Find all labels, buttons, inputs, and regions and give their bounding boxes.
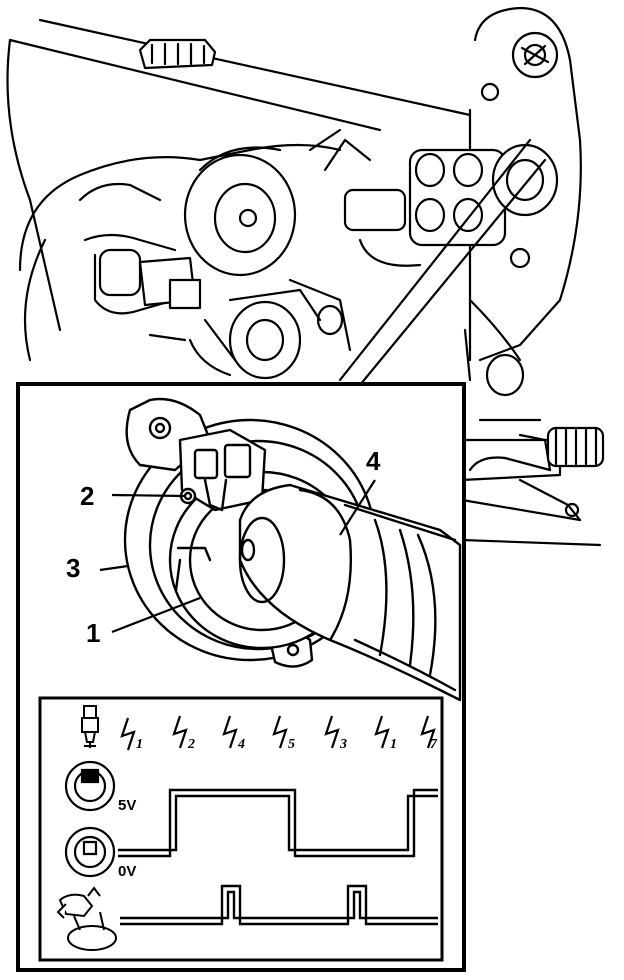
firing-cylinder-number: 1 xyxy=(390,737,397,752)
firing-cylinder-number: 4 xyxy=(237,737,245,752)
reference-pulse-waveform xyxy=(120,884,438,926)
timing-chart: 1 2 4 5 3 xyxy=(38,696,444,962)
hall-signal-waveform xyxy=(118,788,438,858)
callout-label-4: 4 xyxy=(366,446,381,476)
camshaft-sensor-assembly xyxy=(123,397,462,702)
engine-background-drawing xyxy=(6,6,605,547)
callout-label-1: 1 xyxy=(86,618,100,648)
hall-sensor-high-icon xyxy=(64,760,116,812)
spark-event-5: 3 xyxy=(324,715,347,752)
callout-label-2: 2 xyxy=(80,481,94,511)
firing-cylinder-number: 2 xyxy=(187,737,195,752)
spark-event-1: 1 xyxy=(120,717,143,752)
spark-plug-icon xyxy=(81,705,99,748)
firing-cylinder-number: 7 xyxy=(430,737,438,752)
spark-event-6: 1 xyxy=(374,715,397,752)
detail-inset: 2 3 1 4 1 2 xyxy=(16,382,466,972)
spark-event-4: 5 xyxy=(272,715,295,752)
firing-order-row: 1 2 4 5 3 xyxy=(120,715,438,752)
callout-label-3: 3 xyxy=(66,553,80,583)
filler-cap-shape xyxy=(138,38,217,70)
spark-plug-lead-shape xyxy=(468,426,605,522)
injector-cluster xyxy=(308,128,559,267)
camshaft-shape xyxy=(238,483,462,702)
hall-sensor-low-icon xyxy=(64,826,116,878)
spark-event-3: 4 xyxy=(222,715,245,752)
hall-low-voltage-label: 0V xyxy=(118,863,136,880)
spark-event-2: 2 xyxy=(172,715,195,752)
hall-sensor-shape xyxy=(178,428,267,512)
hall-high-voltage-label: 5V xyxy=(118,797,136,814)
callout-leaders xyxy=(99,479,376,634)
spark-event-7: 7 xyxy=(420,715,438,752)
firing-cylinder-number: 3 xyxy=(339,737,347,752)
firing-cylinder-number: 5 xyxy=(288,737,295,752)
camshaft-sensor-icon xyxy=(56,886,117,951)
firing-cylinder-number: 1 xyxy=(136,737,143,752)
